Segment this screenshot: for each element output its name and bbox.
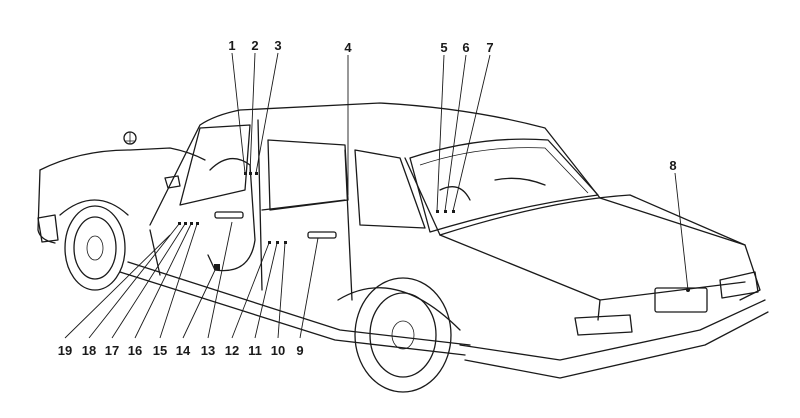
callout-1: 1 — [228, 38, 235, 53]
callout-12: 12 — [225, 343, 239, 358]
callout-11: 11 — [248, 343, 262, 358]
callout-19: 19 — [58, 343, 72, 358]
callout-3: 3 — [274, 38, 281, 53]
front-wheel — [64, 205, 126, 291]
callout-15: 15 — [153, 343, 167, 358]
callout-17: 17 — [105, 343, 119, 358]
car-body — [37, 102, 769, 379]
callout-13: 13 — [201, 343, 215, 358]
callout-16: 16 — [128, 343, 142, 358]
component-markers — [178, 172, 690, 292]
callout-10: 10 — [271, 343, 285, 358]
callout-labels: 1 2 3 4 5 6 7 8 9 10 11 12 13 14 15 16 1… — [58, 38, 677, 358]
callout-7: 7 — [486, 40, 493, 55]
callout-9: 9 — [296, 343, 303, 358]
callout-5: 5 — [440, 40, 447, 55]
leader-lines — [64, 52, 689, 339]
callout-6: 6 — [462, 40, 469, 55]
callout-2: 2 — [251, 38, 258, 53]
callout-8: 8 — [669, 158, 676, 173]
callout-14: 14 — [176, 343, 191, 358]
callout-18: 18 — [82, 343, 96, 358]
callout-4: 4 — [344, 40, 352, 55]
rear-wheel — [354, 277, 452, 393]
